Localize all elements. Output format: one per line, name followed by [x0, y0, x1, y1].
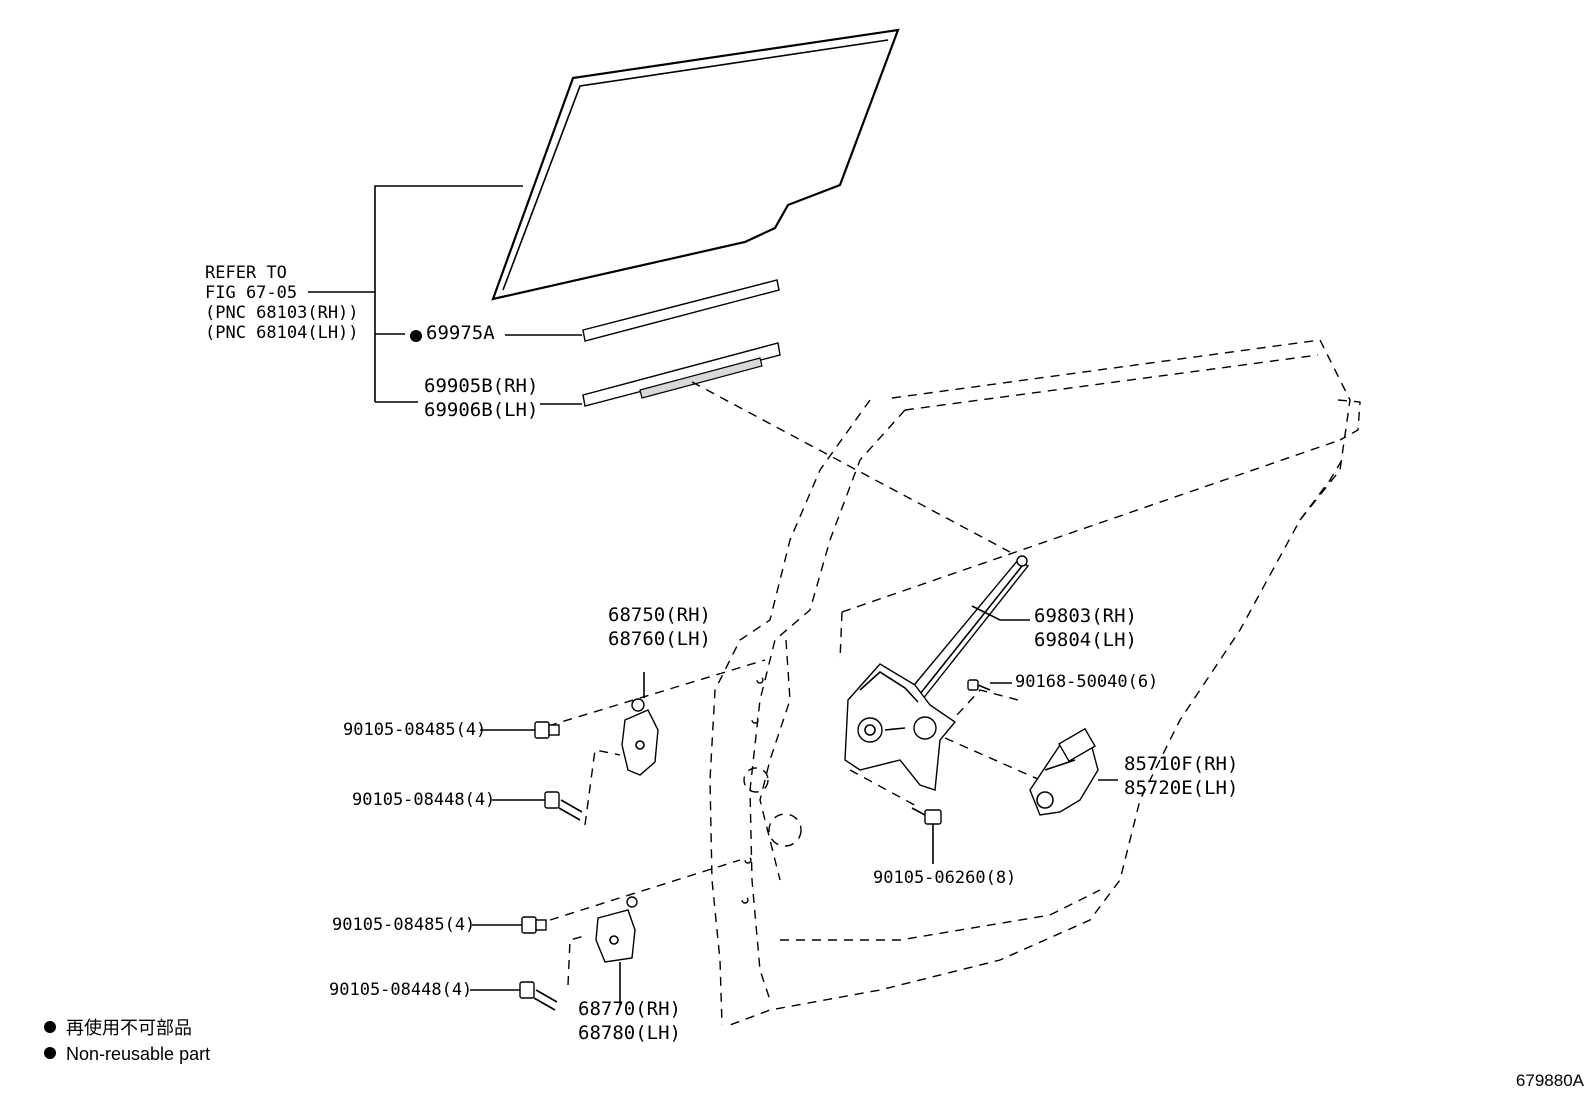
- label-85720e[interactable]: 85720E(LH): [1124, 777, 1239, 799]
- label-85710f[interactable]: 85710F(RH): [1124, 753, 1239, 775]
- refer-bracket: [308, 185, 523, 403]
- glass-run-strip: [505, 279, 780, 342]
- regulator-motor: [1029, 727, 1099, 816]
- regulator-bolt: [911, 807, 942, 864]
- legend-dot-icon: [44, 1021, 56, 1034]
- label-68770[interactable]: 68770(RH): [578, 998, 681, 1020]
- label-69905b[interactable]: 69905B(RH): [424, 375, 539, 397]
- motor-screw: [967, 679, 1012, 691]
- refer-text-line1: REFER TO: [205, 263, 287, 283]
- outer-belt-molding: [540, 342, 781, 407]
- refer-text-line2: FIG 67-05: [205, 283, 298, 303]
- legend-jp-text: 再使用不可部品: [66, 1018, 192, 1038]
- legend-english: Non-reusable part: [44, 1041, 210, 1067]
- hinge-bolt-lower-b: [470, 981, 558, 1011]
- refer-text-line4: (PNC 68104(LH)): [205, 323, 359, 343]
- label-69906b[interactable]: 69906B(LH): [424, 399, 539, 421]
- label-90105-08485-upper[interactable]: 90105-08485(4): [343, 720, 487, 740]
- legend-en-text: Non-reusable part: [66, 1044, 211, 1064]
- non-reusable-marker: [410, 330, 422, 342]
- label-68760[interactable]: 68760(LH): [608, 628, 711, 650]
- leader-lines: [971, 605, 1118, 781]
- callout-lines: [547, 381, 1041, 986]
- label-90105-08448-lower[interactable]: 90105-08448(4): [329, 980, 473, 1000]
- label-68750[interactable]: 68750(RH): [608, 604, 711, 626]
- lower-hinge: [595, 896, 638, 1005]
- hinge-bolt-upper-b: [492, 791, 583, 821]
- legend-dot-icon: [44, 1047, 56, 1060]
- upper-hinge: [621, 672, 659, 776]
- hinge-bolt-upper-a: [480, 721, 560, 739]
- door-panel: [709, 339, 1361, 1026]
- label-90105-06260[interactable]: 90105-06260(8): [873, 868, 1017, 888]
- label-90168-50040[interactable]: 90168-50040(6): [1015, 672, 1159, 692]
- figure-id: 679880A: [1515, 1071, 1584, 1090]
- label-68780[interactable]: 68780(LH): [578, 1022, 681, 1044]
- label-69804[interactable]: 69804(LH): [1034, 629, 1137, 651]
- window-regulator: [844, 555, 1030, 791]
- label-69803[interactable]: 69803(RH): [1034, 605, 1137, 627]
- label-90105-08485-lower[interactable]: 90105-08485(4): [332, 915, 476, 935]
- label-90105-08448-upper[interactable]: 90105-08448(4): [352, 790, 496, 810]
- hinge-bolt-lower-a: [472, 916, 547, 934]
- legend-japanese: 再使用不可部品: [44, 1015, 192, 1041]
- door-glass: [491, 28, 900, 301]
- refer-text-line3: (PNC 68103(RH)): [205, 303, 359, 323]
- label-69975a[interactable]: 69975A: [426, 322, 495, 344]
